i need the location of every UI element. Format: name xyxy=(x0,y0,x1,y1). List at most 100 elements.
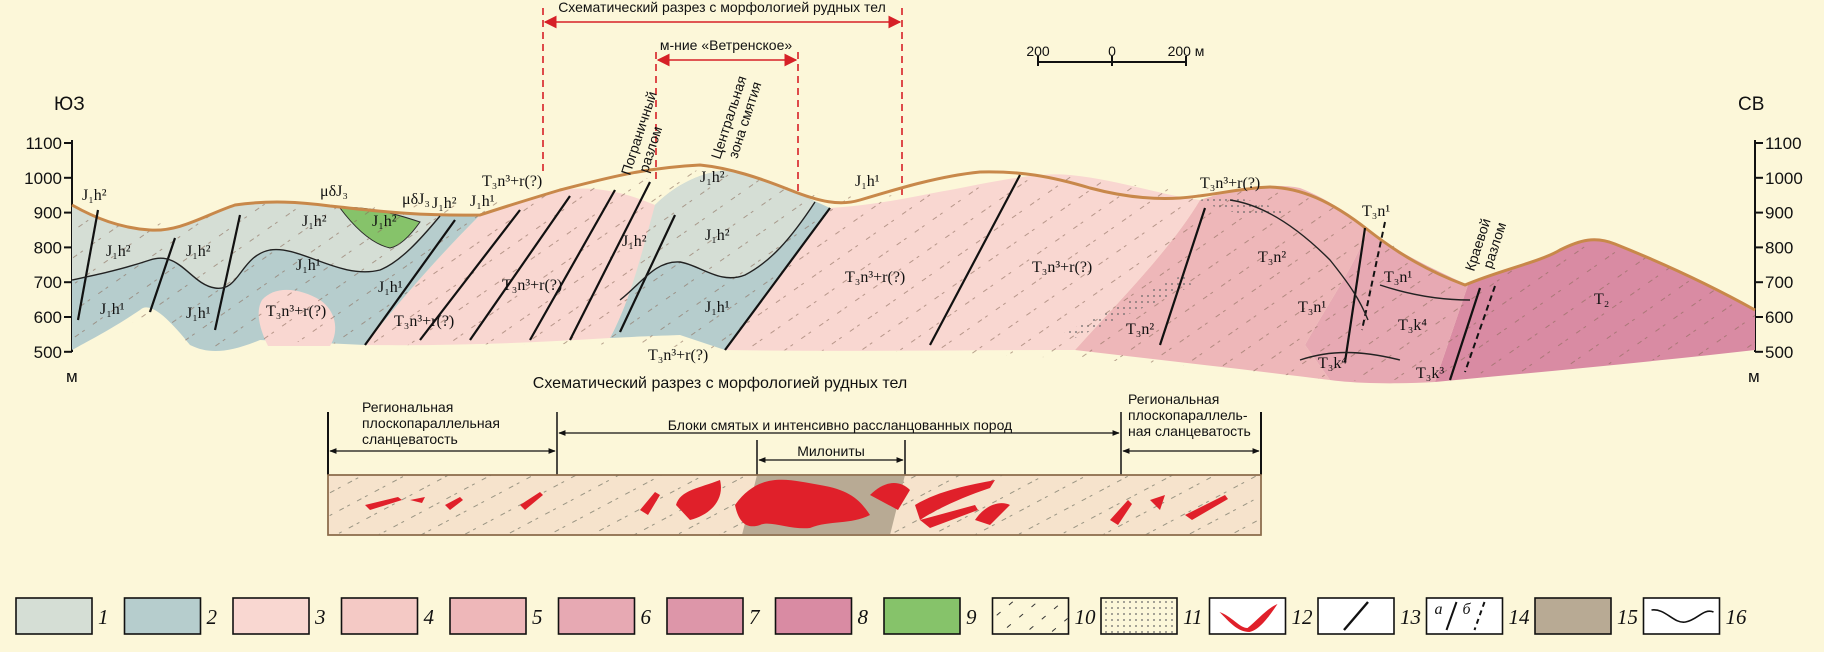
unit-label: J₁h² xyxy=(432,195,457,212)
unit-label: T₃n³+r(?) xyxy=(266,303,326,320)
unit-label: J₁h² xyxy=(372,213,397,230)
legend-item-6: 6 xyxy=(557,597,652,635)
svg-text:плоскопараллель-: плоскопараллель- xyxy=(1128,407,1248,423)
legend-number: 1 xyxy=(98,605,109,629)
unit-label: J₁h¹ xyxy=(470,193,495,210)
legend-number: 16 xyxy=(1726,605,1748,629)
legend-swatch xyxy=(1642,597,1721,635)
unit-label: T₃n¹ xyxy=(1298,299,1326,316)
axis-tick-label: 900 xyxy=(34,204,62,223)
legend-number: 5 xyxy=(532,605,543,629)
direction-ne: СВ xyxy=(1738,94,1764,115)
legend-swatch xyxy=(449,597,527,635)
legend-item-1: 1 xyxy=(15,597,109,635)
axis-tick-label: 700 xyxy=(34,273,62,292)
axis-tick-label: 1100 xyxy=(1765,134,1802,153)
legend-item-3: 3 xyxy=(232,597,326,635)
axis-tick-label: 800 xyxy=(34,238,62,257)
axis-tick-label: 1000 xyxy=(24,169,62,188)
ore-bodies xyxy=(365,479,1228,529)
unit-label: μδJ₃ xyxy=(320,183,348,200)
legend-swatch xyxy=(15,597,93,635)
unit-label: J₁h² xyxy=(106,243,131,260)
right-axis-unit: м xyxy=(1748,367,1760,386)
deposit-bracket: м-ние «Ветренское» xyxy=(655,37,799,195)
legend-sub-b: б xyxy=(1463,601,1472,618)
fault-lines xyxy=(76,174,1482,381)
axis-tick-label: 600 xyxy=(1765,308,1793,327)
unit-label: J₁h¹ xyxy=(296,257,321,274)
legend-item-16: 16 xyxy=(1642,597,1748,635)
legend-number: 12 xyxy=(1292,605,1314,629)
ore-symbol xyxy=(1219,604,1278,632)
unit-label: J₁h¹ xyxy=(855,173,880,190)
topographic-profile xyxy=(71,163,1756,312)
legend-number: 6 xyxy=(641,605,652,629)
unit-label: T₃n³+r(?) xyxy=(648,347,708,364)
unit-label: J₁h¹ xyxy=(378,279,403,296)
fault-name-marginal: Краевой разлом xyxy=(1462,216,1510,273)
legend-number: 15 xyxy=(1617,605,1638,629)
legend-number: 14 xyxy=(1509,605,1531,629)
direction-sw: ЮЗ xyxy=(54,94,85,115)
svg-text:сланцеватость: сланцеватость xyxy=(362,431,458,447)
axis-tick-label: 600 xyxy=(34,308,62,327)
unit-label: J₁h¹ xyxy=(186,305,211,322)
axis-tick-label: 1000 xyxy=(1765,169,1803,188)
unit-label: T₃n³+r(?) xyxy=(394,313,454,330)
legend-number: 10 xyxy=(1075,605,1097,629)
axis-tick-label: 1100 xyxy=(25,134,62,153)
unit-label: T₃n³+r(?) xyxy=(1032,259,1092,276)
legend-swatch xyxy=(883,597,961,635)
legend-item-15: 15 xyxy=(1534,597,1638,635)
svg-text:плоскопараллельная: плоскопараллельная xyxy=(362,415,500,431)
unit-label: T₃k⁴ xyxy=(1398,317,1427,334)
legend-number: 9 xyxy=(966,605,977,629)
legend-swatch xyxy=(123,597,202,635)
fault-name-central: Центральная зона смятия xyxy=(708,74,765,161)
legend-swatch xyxy=(666,597,744,635)
unit-label: J₁h¹ xyxy=(100,301,125,318)
legend-swatch xyxy=(774,597,853,635)
unit-label: T₃n² xyxy=(1126,321,1154,338)
unit-label: J₁h² xyxy=(302,213,327,230)
svg-text:Блоки смятых и интенсивно расс: Блоки смятых и интенсивно рассланцованны… xyxy=(668,417,1012,433)
legend-number: 3 xyxy=(314,605,326,629)
legend-number: 4 xyxy=(424,605,435,629)
scale-bar: 200 0 200 м xyxy=(1026,43,1204,66)
unit-label: T₃k³ xyxy=(1416,365,1444,382)
legend-item-4: 4 xyxy=(340,597,435,635)
scale-left: 200 xyxy=(1026,43,1050,59)
legend-item-11: 11 xyxy=(1100,597,1202,635)
legend-item-9: 9 xyxy=(883,597,977,635)
unit-label: J₁h² xyxy=(622,233,647,250)
unit-label: J₁h² xyxy=(82,187,107,204)
legend-item-2: 2 xyxy=(123,597,218,635)
lower-section-caption: Схематический разрез с морфологией рудны… xyxy=(533,375,907,392)
svg-text:Региональная: Региональная xyxy=(1128,391,1219,407)
geologic-section: Пограничный разлом Центральная зона смят… xyxy=(71,74,1756,384)
legend-item-8: 8 xyxy=(774,597,869,635)
axis-tick-label: 500 xyxy=(34,343,62,362)
section-title: Схематический разрез с морфологией рудны… xyxy=(558,0,886,15)
unit-label: μδJ₃ xyxy=(402,191,430,208)
legend-item-13: 13 xyxy=(1317,597,1421,635)
svg-text:Региональная: Региональная xyxy=(362,399,453,415)
unit-label: T₃n³+r(?) xyxy=(845,269,905,286)
unit-label: J₁h² xyxy=(705,227,730,244)
svg-text:Милониты: Милониты xyxy=(797,443,865,459)
legend-item-7: 7 xyxy=(666,597,761,635)
legend-swatch xyxy=(340,597,419,635)
unit-label: J₁h² xyxy=(186,243,211,260)
lower-section-strip xyxy=(327,474,1262,536)
legend-number: 8 xyxy=(858,605,869,629)
section-bracket: Схематический разрез с морфологией рудны… xyxy=(542,0,903,200)
legend-number: 7 xyxy=(749,605,761,629)
legend-swatch xyxy=(557,597,636,635)
legend-number: 11 xyxy=(1183,605,1202,629)
legend-number: 13 xyxy=(1400,605,1421,629)
unit-label: T₃n³+r(?) xyxy=(1200,175,1260,192)
